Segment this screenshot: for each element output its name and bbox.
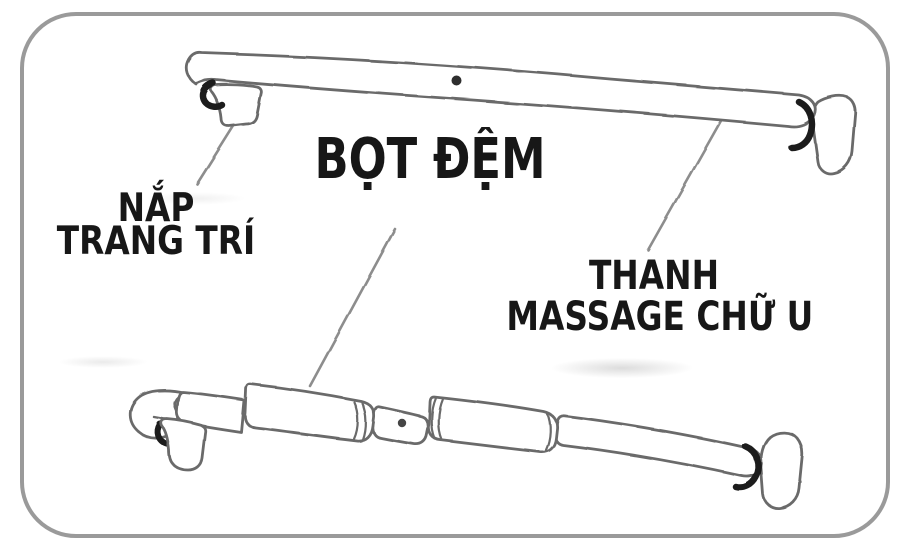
- top-bar-screw-hole: [451, 75, 461, 85]
- label-decorative-cap-line2: TRANG TRÍ: [56, 219, 256, 264]
- foam-left-end-ring: [352, 400, 359, 441]
- foam-right-end-ring: [430, 396, 438, 441]
- foam-right-end-ring: [437, 397, 445, 442]
- bottom-bar-right-end-shadow: [732, 442, 762, 491]
- foam-right-end-ring: [544, 411, 552, 452]
- foam-left-end-ring: [360, 401, 367, 442]
- top-bar-right-end-shadow: [788, 98, 816, 152]
- label-foam-padding: BỌT ĐỆM: [302, 130, 558, 190]
- bottom-bar-right-tube: [553, 414, 763, 478]
- leader-line-u-bar: [646, 101, 733, 252]
- foam-sleeve-left: [243, 382, 376, 443]
- label-foam-padding-text: BỌT ĐỆM: [314, 127, 546, 192]
- leader-line-foam: [308, 227, 397, 388]
- top-bar-right-cap: [811, 94, 857, 175]
- bottom-bar-screw-hole: [397, 418, 407, 428]
- label-decorative-cap-line1: NẮP: [117, 186, 195, 231]
- top-bar-tube: [185, 51, 817, 128]
- label-u-massage-bar-line2: MASSAGE CHỮ U: [506, 294, 814, 340]
- diagram-border-frame: [20, 12, 890, 538]
- bottom-bar-left-cap: [159, 417, 207, 472]
- label-u-massage-bar: THANH MASSAGE CHỮ U: [506, 253, 814, 340]
- bottom-bar-right-cap: [759, 431, 804, 510]
- label-u-massage-bar-line1: THANH: [588, 253, 720, 299]
- label-decorative-cap: NẮP TRANG TRÍ: [55, 186, 257, 264]
- top-bar-left-cap: [208, 83, 263, 128]
- top-bar-left-end-shadow: [199, 79, 226, 110]
- foam-sleeve-right: [427, 395, 559, 454]
